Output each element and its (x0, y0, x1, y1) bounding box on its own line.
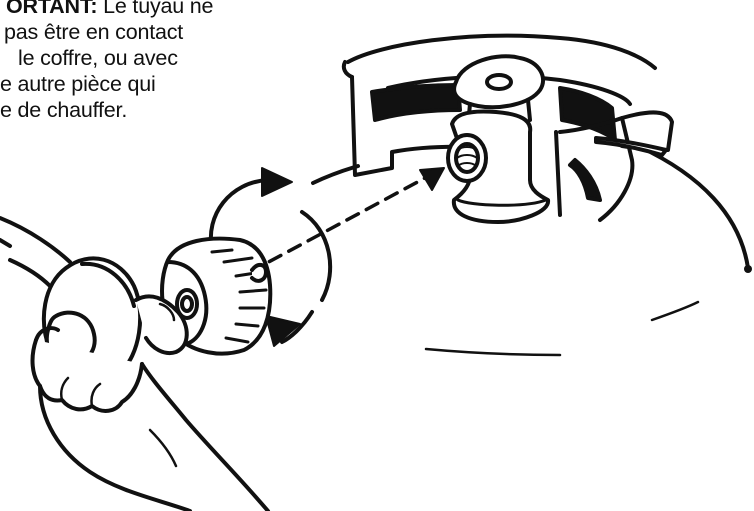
hose-end (0, 240, 10, 246)
rotation-arrowhead-upper (262, 168, 292, 196)
tank-seam-dot (744, 265, 752, 273)
hose-upper (0, 218, 70, 262)
nut-nozzle (252, 265, 266, 281)
dashed-guide-line (250, 178, 425, 272)
collar-dark-right (570, 160, 600, 200)
collar-window-left (372, 85, 460, 120)
tank-shoulder-right (640, 147, 748, 268)
valve-outlet (448, 135, 486, 181)
propane-tank (313, 147, 752, 355)
tank-shoulder-left (313, 166, 358, 183)
tank-seam-upper (652, 302, 698, 320)
tank-valve (448, 56, 548, 222)
tank-seam-lower (426, 349, 560, 355)
rotation-arc-right (302, 212, 330, 300)
collar-front-right (560, 118, 632, 220)
hose-lower (10, 260, 50, 286)
collar-lip (344, 62, 352, 77)
hand-crease (150, 430, 176, 466)
collar-right-inner (556, 132, 560, 215)
